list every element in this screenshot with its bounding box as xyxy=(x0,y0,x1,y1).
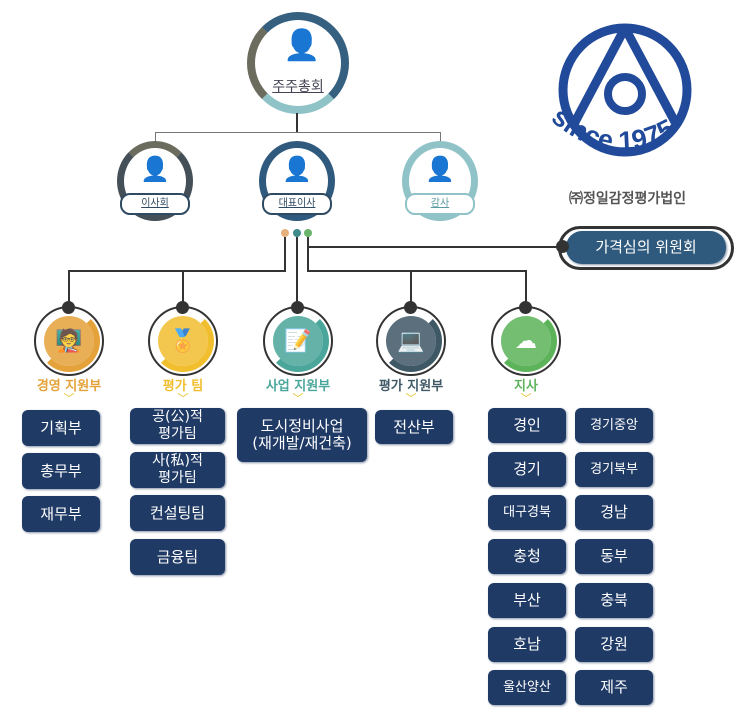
department-label[interactable]: 평가 지원부 xyxy=(378,379,444,394)
person-icon: 👤 xyxy=(282,155,312,183)
unit-box[interactable]: 경기중앙 xyxy=(575,408,653,443)
unit-box[interactable]: 경인 xyxy=(488,408,566,443)
board-node[interactable] xyxy=(117,141,193,221)
chevron-down-icon: ﹀ xyxy=(520,392,532,405)
department-label[interactable]: 평가 팀 xyxy=(162,379,204,394)
unit-box[interactable]: 충청 xyxy=(488,539,566,575)
department-label[interactable]: 지사 xyxy=(514,379,538,394)
shareholders-node[interactable] xyxy=(247,12,349,114)
unit-box[interactable]: 금융팀 xyxy=(130,539,225,575)
unit-box[interactable]: 컨설팅팀 xyxy=(130,495,225,531)
unit-box[interactable]: 기획부 xyxy=(22,410,100,446)
unit-box[interactable]: 사(私)적 평가팀 xyxy=(130,452,225,488)
chevron-down-icon: ﹀ xyxy=(405,392,417,405)
auditor-label[interactable]: 감사 xyxy=(405,193,475,215)
department-label[interactable]: 사업 지원부 xyxy=(265,379,331,394)
chevron-down-icon: ﹀ xyxy=(292,392,304,405)
chevron-down-icon: ﹀ xyxy=(63,392,75,405)
company-name: ㈜정일감정평가법인 xyxy=(568,191,687,207)
cloud-network-icon[interactable]: ☁ xyxy=(501,316,551,366)
presenter-icon[interactable]: 🧑‍🏫 xyxy=(44,316,94,366)
board-label[interactable]: 이사회 xyxy=(120,193,190,215)
unit-box[interactable]: 대구경북 xyxy=(488,495,566,531)
unit-box[interactable]: 총무부 xyxy=(22,453,100,489)
unit-box[interactable]: 부산 xyxy=(488,582,566,618)
unit-box[interactable]: 도시정비사업 (재개발/재건축) xyxy=(237,408,367,462)
shareholders-label[interactable]: 주주총회 xyxy=(272,79,324,95)
unit-box[interactable]: 제주 xyxy=(575,670,653,706)
ceo-node[interactable] xyxy=(259,141,335,221)
person-icon: 👤 xyxy=(425,155,455,183)
unit-box[interactable]: 충북 xyxy=(575,582,653,618)
computer-icon[interactable]: 💻 xyxy=(386,316,436,366)
department-ring xyxy=(148,306,218,376)
document-edit-icon[interactable]: 📝 xyxy=(273,316,323,366)
department-label[interactable]: 경영 지원부 xyxy=(36,379,102,394)
committee-button[interactable]: 가격심의 위원회 xyxy=(566,231,726,264)
department-ring xyxy=(376,306,446,376)
unit-box[interactable]: 경남 xyxy=(575,495,653,531)
unit-box[interactable]: 울산양산 xyxy=(488,670,566,706)
person-icon: 👤 xyxy=(283,28,321,63)
department-ring xyxy=(491,306,561,376)
unit-box[interactable]: 호남 xyxy=(488,626,566,662)
medal-icon[interactable]: 🏅 xyxy=(158,316,208,366)
unit-box[interactable]: 동부 xyxy=(575,539,653,575)
chevron-down-icon: ﹀ xyxy=(177,392,189,405)
unit-box[interactable]: 강원 xyxy=(575,626,653,662)
department-ring xyxy=(263,306,333,376)
auditor-node[interactable] xyxy=(402,141,478,221)
ceo-label[interactable]: 대표이사 xyxy=(262,193,332,215)
unit-box[interactable]: 경기 xyxy=(488,451,566,487)
unit-box[interactable]: 경기북부 xyxy=(575,451,653,487)
unit-box[interactable]: 재무부 xyxy=(22,496,100,532)
person-icon: 👤 xyxy=(140,155,170,183)
unit-box[interactable]: 공(公)적 평가팀 xyxy=(130,408,225,444)
company-logo: since 1975 xyxy=(546,23,692,157)
unit-box[interactable]: 전산부 xyxy=(375,410,453,444)
department-ring xyxy=(34,306,104,376)
